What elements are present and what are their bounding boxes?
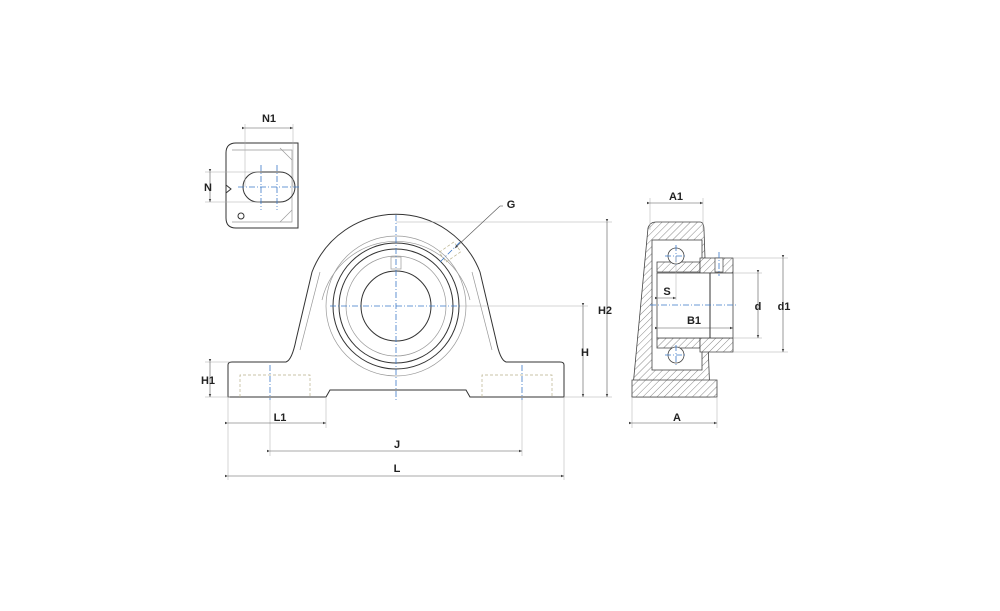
dim-label-a: A <box>673 412 681 424</box>
foot-slot-detail-view <box>205 124 300 229</box>
dim-label-b1: B1 <box>687 315 701 327</box>
dim-label-h2: H2 <box>598 305 612 317</box>
dim-label-g: G <box>507 199 516 211</box>
dim-label-n1: N1 <box>262 113 276 125</box>
side-section-view <box>631 221 738 398</box>
side-view-dimensions <box>629 198 788 428</box>
dim-label-d1: d1 <box>778 301 791 313</box>
dim-label-a1: A1 <box>669 191 683 203</box>
dim-label-l1: L1 <box>274 412 287 424</box>
dim-label-s: S <box>663 286 670 298</box>
dim-label-h: H <box>581 347 589 359</box>
housing-front-view <box>227 213 565 400</box>
dim-label-j: J <box>394 439 400 451</box>
dim-label-d: d <box>755 301 762 313</box>
front-view-dimensions <box>205 205 612 480</box>
dim-label-l: L <box>394 463 401 475</box>
dim-label-h1: H1 <box>201 375 215 387</box>
dim-label-n: N <box>204 182 212 194</box>
